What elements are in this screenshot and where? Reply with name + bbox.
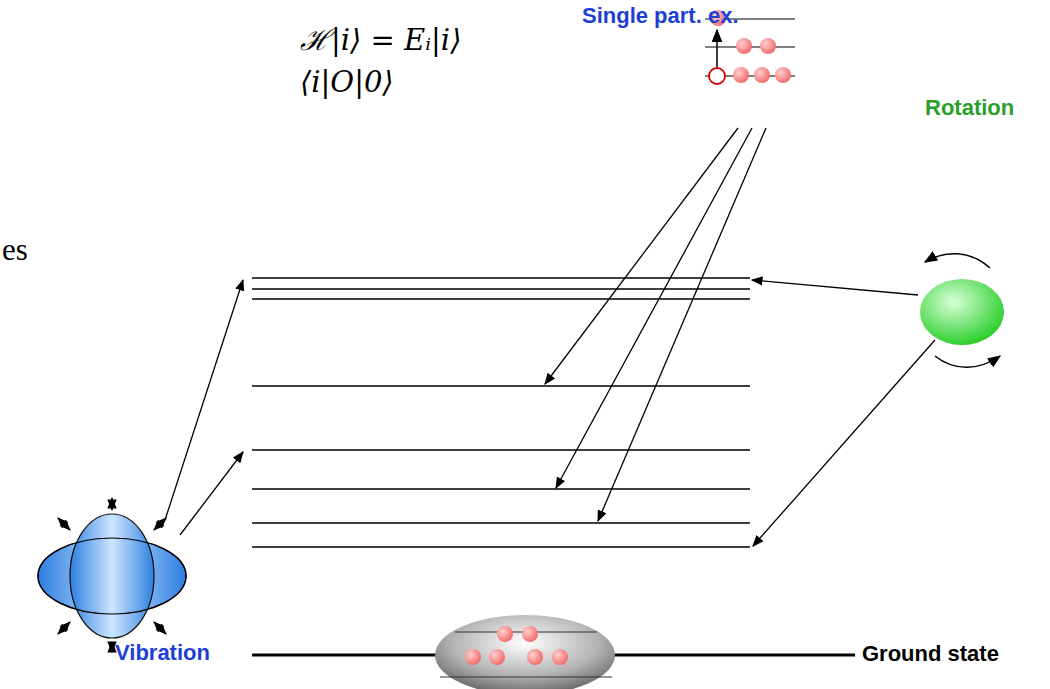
equation: ℋ|i⟩ = Eᵢ|i⟩ [300, 24, 461, 57]
mode-label: Rotation [925, 95, 1014, 120]
equation: ⟨i|O|0⟩ [300, 66, 394, 99]
illustration-title: Single part. ex. [582, 3, 739, 28]
level-label: Ground state [862, 641, 999, 666]
mode-label: Vibration [115, 640, 210, 665]
cut-off-text: es [2, 232, 28, 268]
